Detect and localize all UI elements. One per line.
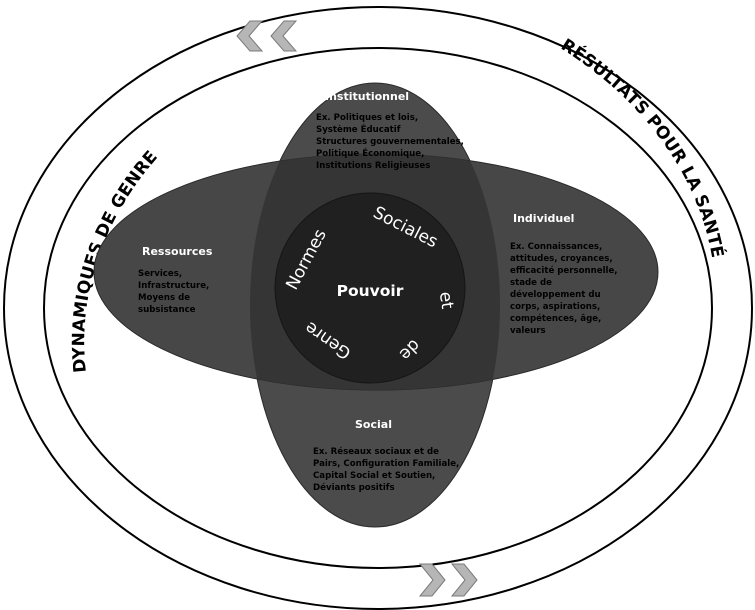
svg-text:subsistance: subsistance	[138, 305, 196, 315]
svg-text:Moyens de: Moyens de	[138, 293, 190, 303]
ring-word-et: et	[435, 290, 457, 310]
svg-text:Ex. Connaissances,: Ex. Connaissances,	[510, 242, 602, 252]
outer-ring	[3, 6, 753, 610]
ressources-list: Services, Infrastructure, Moyens de subs…	[138, 269, 209, 315]
svg-text:Politique Économique,: Politique Économique,	[316, 147, 424, 159]
individuel-title: Individuel	[513, 212, 574, 225]
social-list: Ex. Réseaux sociaux et de Pairs, Configu…	[313, 446, 459, 493]
center-label: Pouvoir	[337, 282, 404, 300]
svg-text:valeurs: valeurs	[510, 326, 546, 336]
svg-text:efficacité personnelle,: efficacité personnelle,	[510, 265, 618, 276]
svg-text:Institutions Religieuses: Institutions Religieuses	[316, 161, 430, 171]
svg-text:Infrastructure,: Infrastructure,	[138, 281, 209, 291]
svg-text:développement du: développement du	[510, 289, 601, 300]
svg-text:Capital Social et Soutien,: Capital Social et Soutien,	[313, 471, 435, 481]
svg-text:Système Éducatif: Système Éducatif	[316, 123, 401, 135]
chevron-top-icon	[236, 20, 298, 52]
svg-text:attitudes, croyances,: attitudes, croyances,	[510, 254, 613, 264]
svg-text:Ex. Politiques et lois,: Ex. Politiques et lois,	[316, 113, 418, 123]
svg-text:Déviants positifs: Déviants positifs	[313, 482, 395, 493]
inner-ring	[43, 47, 713, 569]
svg-text:Ex. Réseaux sociaux et de: Ex. Réseaux sociaux et de	[313, 446, 439, 457]
social-title: Social	[355, 418, 392, 431]
center-circle	[274, 192, 466, 384]
svg-text:Structures gouvernementales,: Structures gouvernementales,	[316, 137, 464, 147]
svg-text:Pairs, Configuration Familiale: Pairs, Configuration Familiale,	[313, 459, 459, 469]
individuel-list: Ex. Connaissances, attitudes, croyances,…	[510, 242, 618, 336]
svg-text:stade de: stade de	[510, 278, 552, 288]
institutionnel-title: Institutionnel	[325, 90, 409, 103]
svg-text:Services,: Services,	[138, 269, 182, 279]
institutionnel-list: Ex. Politiques et lois, Système Éducatif…	[316, 113, 464, 171]
chevron-bottom-icon	[418, 563, 478, 597]
svg-text:compétences, âge,: compétences, âge,	[510, 313, 601, 324]
svg-text:corps, aspirations,: corps, aspirations,	[510, 302, 600, 312]
ressources-title: Ressources	[142, 245, 213, 258]
